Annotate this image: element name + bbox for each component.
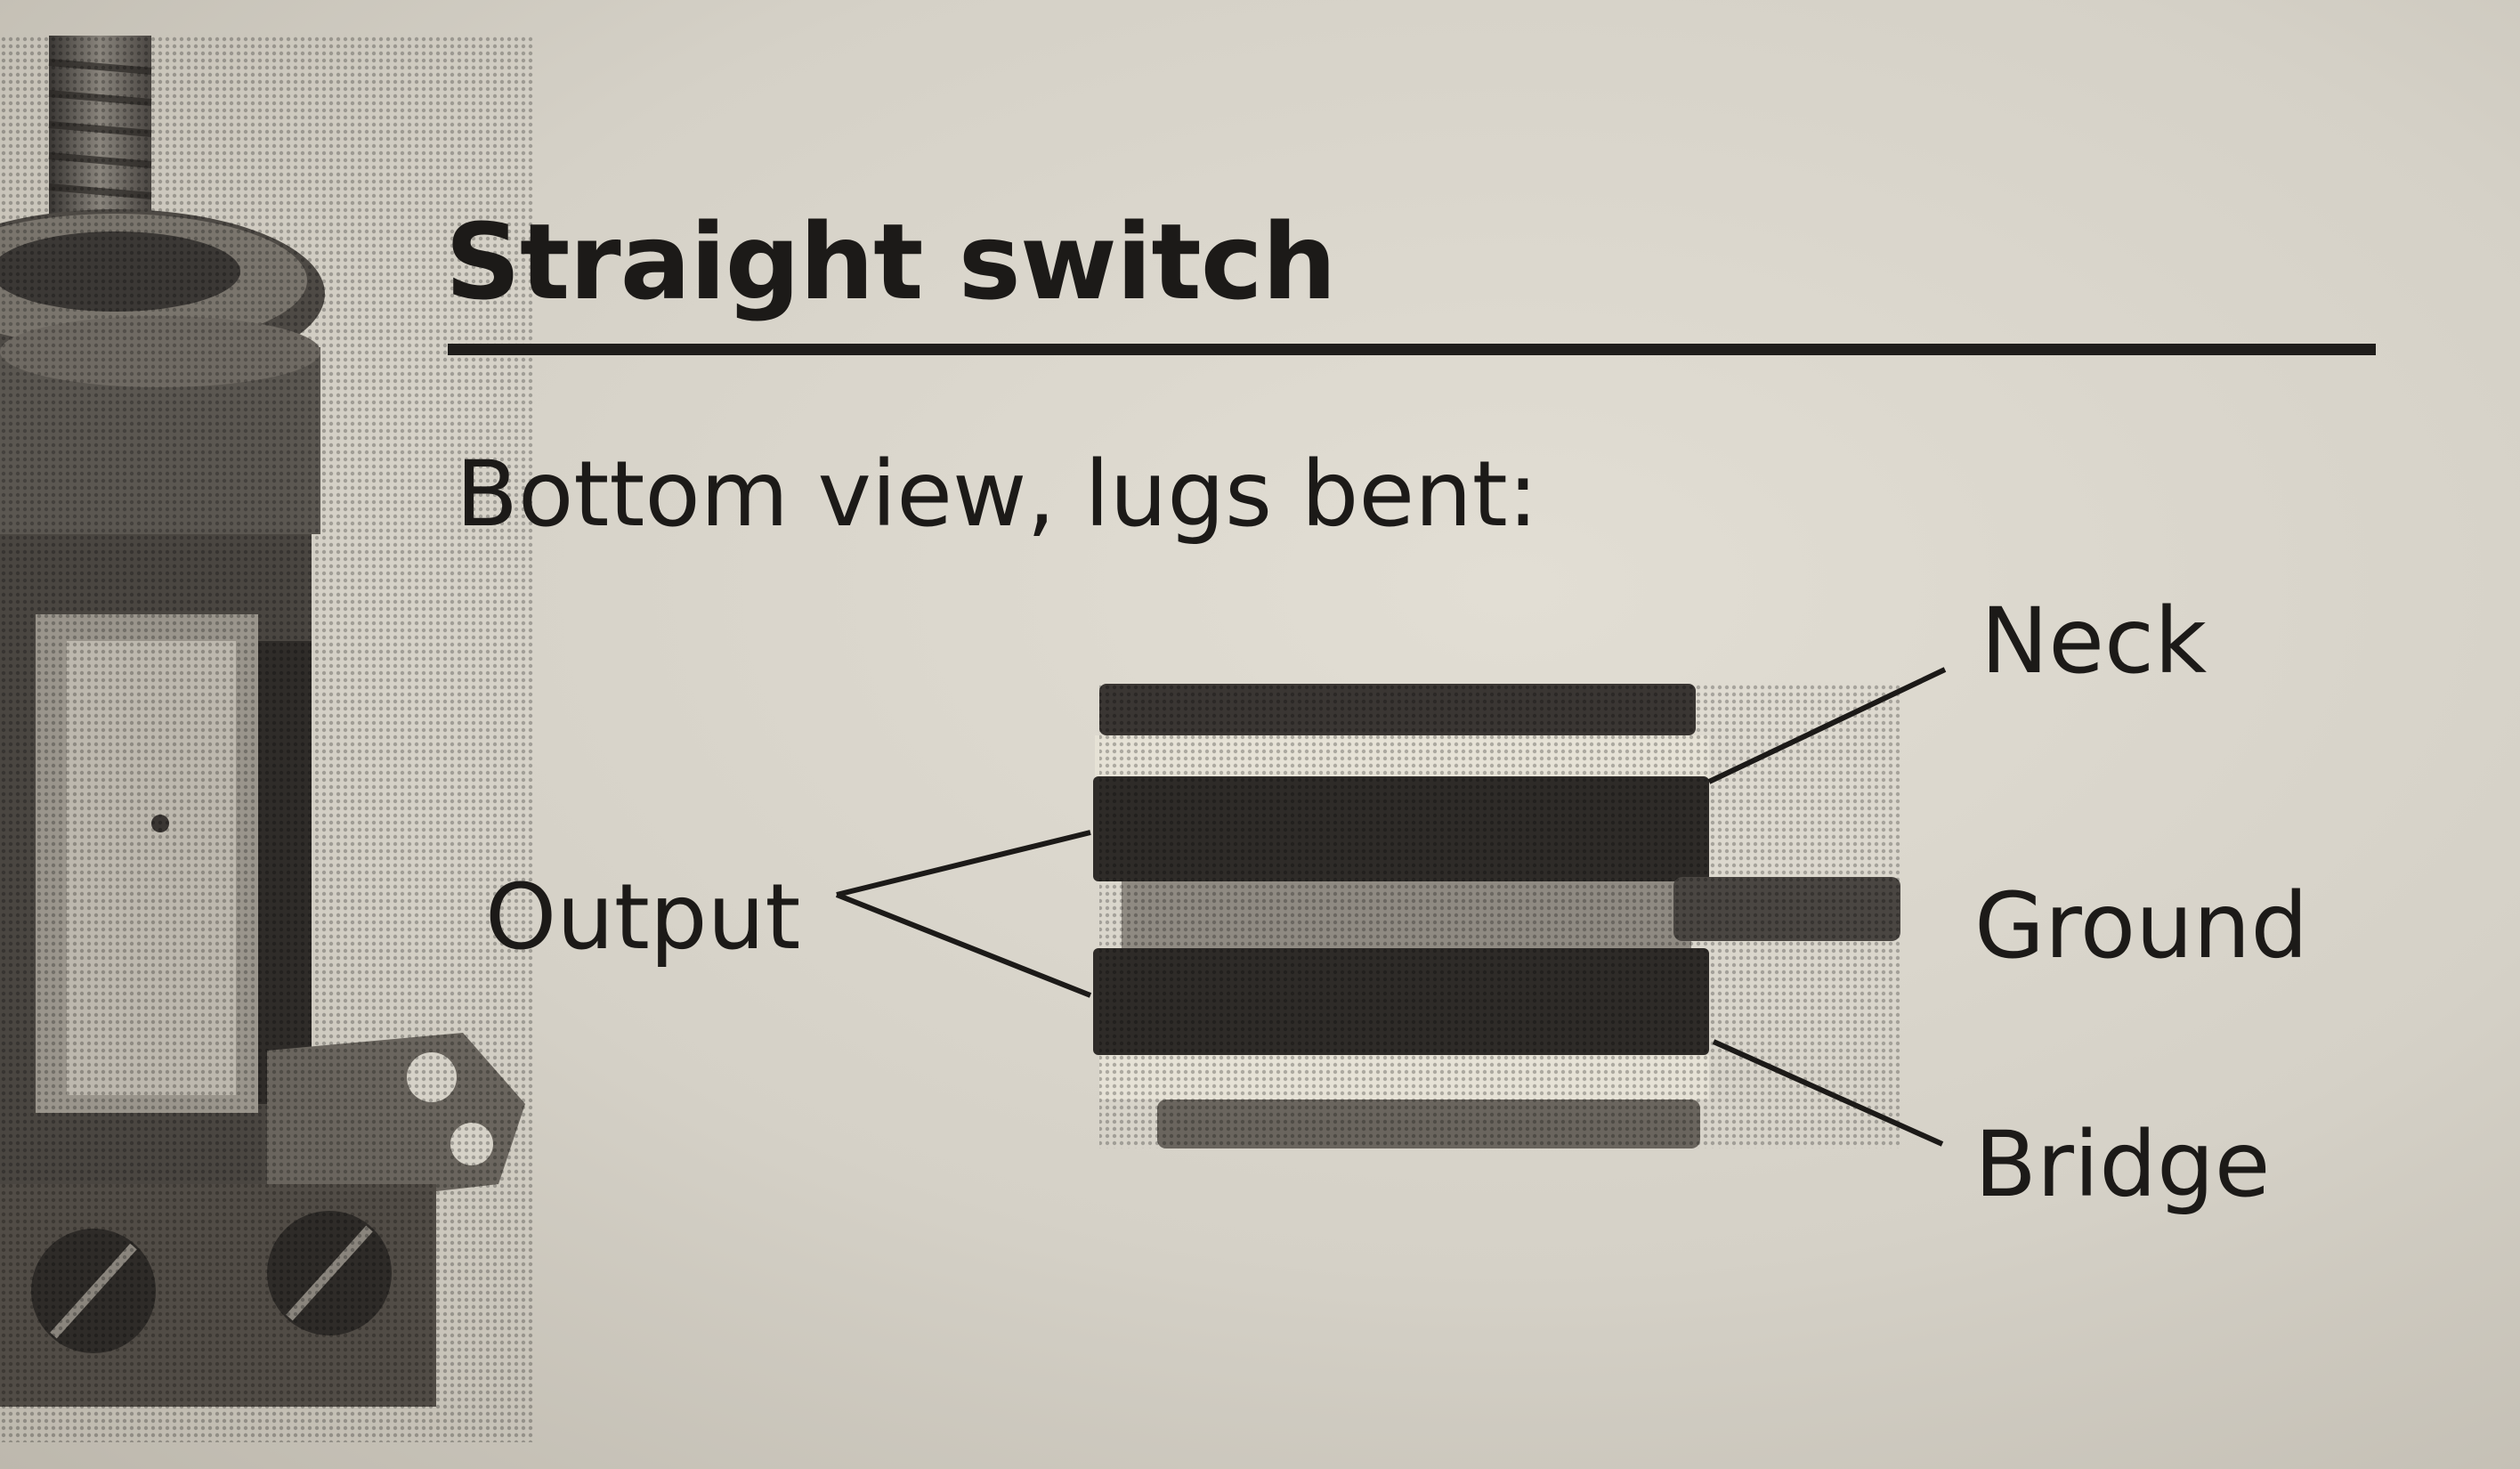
bridge-label: Bridge: [1974, 1112, 2271, 1218]
output-leader-lower: [835, 892, 1092, 998]
switch-bottom-view-diagram-icon: [1093, 684, 1900, 1148]
output-leader-upper: [836, 830, 1091, 897]
section-heading: Straight switch: [445, 200, 1337, 323]
leader-lines: [835, 667, 1947, 1147]
output-label: Output: [485, 864, 801, 970]
lever-switch-photo-icon: [0, 36, 534, 1442]
neck-leader-line: [1707, 667, 1947, 784]
bridge-leader-line: [1712, 1039, 1944, 1147]
ground-label: Ground: [1974, 873, 2309, 979]
neck-label: Neck: [1981, 588, 2208, 694]
view-caption: Bottom view, lugs bent:: [456, 442, 1539, 548]
heading-rule: [448, 344, 2376, 355]
